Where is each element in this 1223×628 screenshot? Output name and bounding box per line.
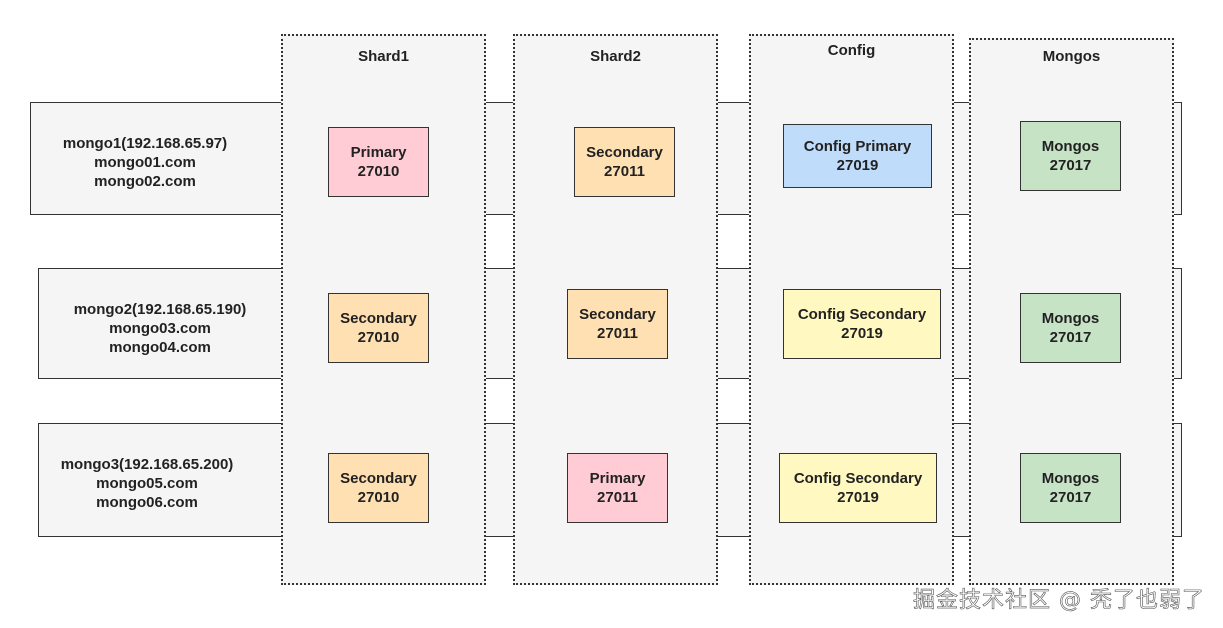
node-role: Secondary	[340, 310, 417, 327]
shard1-secondary-node: Secondary 27010	[328, 293, 429, 363]
host-label-3: mongo3(192.168.65.200) mongo05.com mongo…	[42, 455, 252, 512]
node-port: 27017	[1049, 329, 1092, 346]
mongos-node: Mongos 27017	[1020, 121, 1121, 191]
shard1-secondary-node: Secondary 27010	[328, 453, 429, 523]
host-label-2: mongo2(192.168.65.190) mongo03.com mongo…	[55, 300, 265, 357]
host-domain: mongo05.com	[96, 475, 198, 492]
watermark: 掘金技术社区 @ 秃了也弱了	[913, 588, 1205, 614]
host-domain: mongo02.com	[94, 173, 196, 190]
node-role: Config Primary	[803, 138, 912, 155]
node-port: 27019	[837, 489, 879, 506]
node-port: 27017	[1049, 489, 1092, 506]
config-secondary-node: Config Secondary 27019	[779, 453, 937, 523]
node-port: 27011	[597, 325, 638, 342]
mongos-node: Mongos 27017	[1020, 293, 1121, 363]
config-secondary-node: Config Secondary 27019	[783, 289, 941, 359]
node-role: Primary	[589, 470, 646, 487]
host-name: mongo3(192.168.65.200)	[60, 456, 234, 473]
node-port: 27019	[836, 157, 879, 174]
host-name: mongo1(192.168.65.97)	[62, 135, 228, 152]
node-port: 27019	[841, 325, 883, 342]
host-name: mongo2(192.168.65.190)	[73, 301, 247, 318]
node-port: 27011	[597, 489, 638, 506]
column-title: Config	[827, 42, 876, 59]
node-role: Config Secondary	[797, 306, 927, 323]
shard2-primary-node: Primary 27011	[567, 453, 668, 523]
node-role: Mongos	[1041, 470, 1100, 487]
node-role: Secondary	[586, 144, 663, 161]
node-role: Secondary	[340, 470, 417, 487]
node-role: Primary	[350, 144, 407, 161]
config-primary-node: Config Primary 27019	[783, 124, 932, 188]
node-role: Mongos	[1041, 138, 1100, 155]
host-label-1: mongo1(192.168.65.97) mongo01.com mongo0…	[45, 134, 245, 191]
node-role: Secondary	[579, 306, 656, 323]
host-domain: mongo06.com	[96, 494, 198, 511]
column-title: Shard2	[590, 48, 641, 65]
mongos-node: Mongos 27017	[1020, 453, 1121, 523]
node-role: Config Secondary	[793, 470, 923, 487]
node-port: 27017	[1049, 157, 1092, 174]
column-title: Shard1	[358, 48, 409, 65]
shard2-secondary-node: Secondary 27011	[574, 127, 675, 197]
node-port: 27010	[357, 489, 400, 506]
host-domain: mongo04.com	[109, 339, 211, 356]
host-domain: mongo01.com	[94, 154, 196, 171]
node-port: 27011	[604, 163, 645, 180]
host-domain: mongo03.com	[109, 320, 211, 337]
column-title: Mongos	[1042, 48, 1101, 65]
node-port: 27010	[357, 329, 400, 346]
node-role: Mongos	[1041, 310, 1100, 327]
shard1-primary-node: Primary 27010	[328, 127, 429, 197]
shard2-secondary-node: Secondary 27011	[567, 289, 668, 359]
node-port: 27010	[357, 163, 400, 180]
